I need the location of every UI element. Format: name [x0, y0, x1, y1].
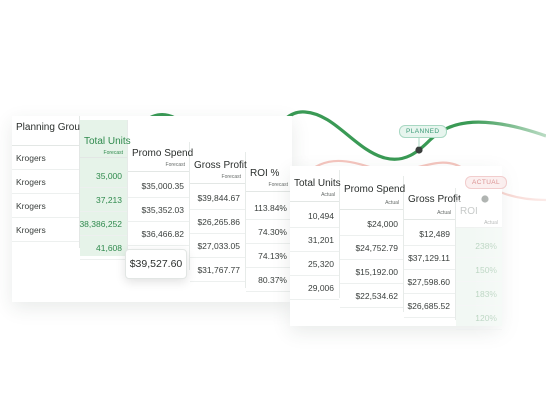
table-cell[interactable]: $24,000 [340, 212, 403, 236]
table-cell[interactable]: 120% [456, 306, 502, 330]
table-row[interactable]: Krogers [12, 194, 79, 218]
table-cell[interactable]: $24,752.79 [340, 236, 403, 260]
column-gross-profit-forecast: Gross Profit Forecast $39,844.67 $26,265… [190, 152, 247, 288]
table-cell[interactable]: 10,494 [290, 204, 339, 228]
table-cell[interactable]: $15,192.00 [340, 260, 403, 284]
column-promo-spend-actual: Promo Spend Actual $24,000 $24,752.79 $1… [340, 176, 406, 312]
table-cell[interactable]: 183% [456, 282, 502, 306]
table-cell[interactable]: $36,466.82 [128, 222, 189, 246]
table-cell[interactable]: 38,386,252 [79, 212, 127, 236]
table-row[interactable]: Krogers [12, 170, 79, 194]
table-cell[interactable]: 74.13% [246, 244, 292, 268]
table-cell[interactable]: 25,320 [290, 252, 339, 276]
table-cell[interactable]: $22,534.62 [340, 284, 403, 308]
column-total-units-forecast: Total Units Forecast 35,000 37,213 38,38… [79, 120, 131, 260]
header-promo-spend-actual: Promo Spend [344, 184, 406, 195]
planned-tag: PLANNED [399, 125, 447, 138]
header-gross-profit: Gross Profit [194, 160, 247, 171]
actual-tag: ACTUAL [465, 176, 508, 189]
column-gross-profit-actual: Gross Profit Actual $12,489 $37,129.11 $… [404, 188, 461, 320]
table-cell[interactable]: $26,265.86 [190, 210, 245, 234]
header-total-units: Total Units [84, 136, 131, 147]
column-planning-group: Planning Group Krogers Krogers Krogers K… [12, 116, 86, 248]
table-cell[interactable]: $12,489 [404, 222, 455, 246]
table-cell[interactable]: 113.84% [246, 196, 292, 220]
column-roi-actual: ROI Actual 238% 150% 183% 120% [456, 200, 502, 330]
actual-panel: Total Units Actual 10,494 31,201 25,320 … [290, 166, 502, 330]
table-cell[interactable]: $27,598.60 [404, 270, 455, 294]
header-planning-group: Planning Group [16, 122, 86, 133]
column-total-units-actual: Total Units Actual 10,494 31,201 25,320 … [290, 170, 341, 300]
table-cell[interactable]: 80.37% [246, 268, 292, 292]
table-cell[interactable]: $37,129.11 [404, 246, 455, 270]
header-total-units-actual: Total Units [294, 178, 341, 189]
table-cell[interactable]: $31,767.77 [190, 258, 245, 282]
table-cell[interactable]: 41,608 [80, 236, 127, 260]
table-cell[interactable]: 35,000 [80, 164, 127, 188]
tooltip-value: $39,527.60 [129, 258, 183, 270]
header-roi-actual: ROI [460, 206, 478, 217]
table-row[interactable]: Krogers [12, 218, 79, 242]
header-promo-spend: Promo Spend [132, 148, 194, 159]
value-tooltip: $39,527.60 [125, 249, 187, 279]
table-cell[interactable]: $35,352.03 [128, 198, 189, 222]
table-cell[interactable]: $27,033.05 [190, 234, 245, 258]
column-roi-forecast: ROI % Forecast 113.84% 74.30% 74.13% 80.… [246, 160, 292, 298]
table-cell[interactable]: 29,006 [290, 276, 339, 300]
planned-marker[interactable] [415, 146, 423, 154]
table-cell[interactable]: 74.30% [246, 220, 292, 244]
table-row[interactable]: Krogers [12, 146, 79, 170]
table-cell[interactable]: 238% [456, 234, 502, 258]
table-cell[interactable]: $26,685.52 [404, 294, 455, 318]
table-cell[interactable]: $39,844.67 [190, 186, 245, 210]
table-cell[interactable]: 31,201 [290, 228, 339, 252]
header-gross-profit-actual: Gross Profit [408, 194, 461, 205]
table-cell[interactable]: $35,000.35 [128, 174, 189, 198]
table-cell[interactable]: 150% [456, 258, 502, 282]
header-roi: ROI % [250, 168, 280, 179]
table-cell[interactable]: 37,213 [80, 188, 127, 212]
